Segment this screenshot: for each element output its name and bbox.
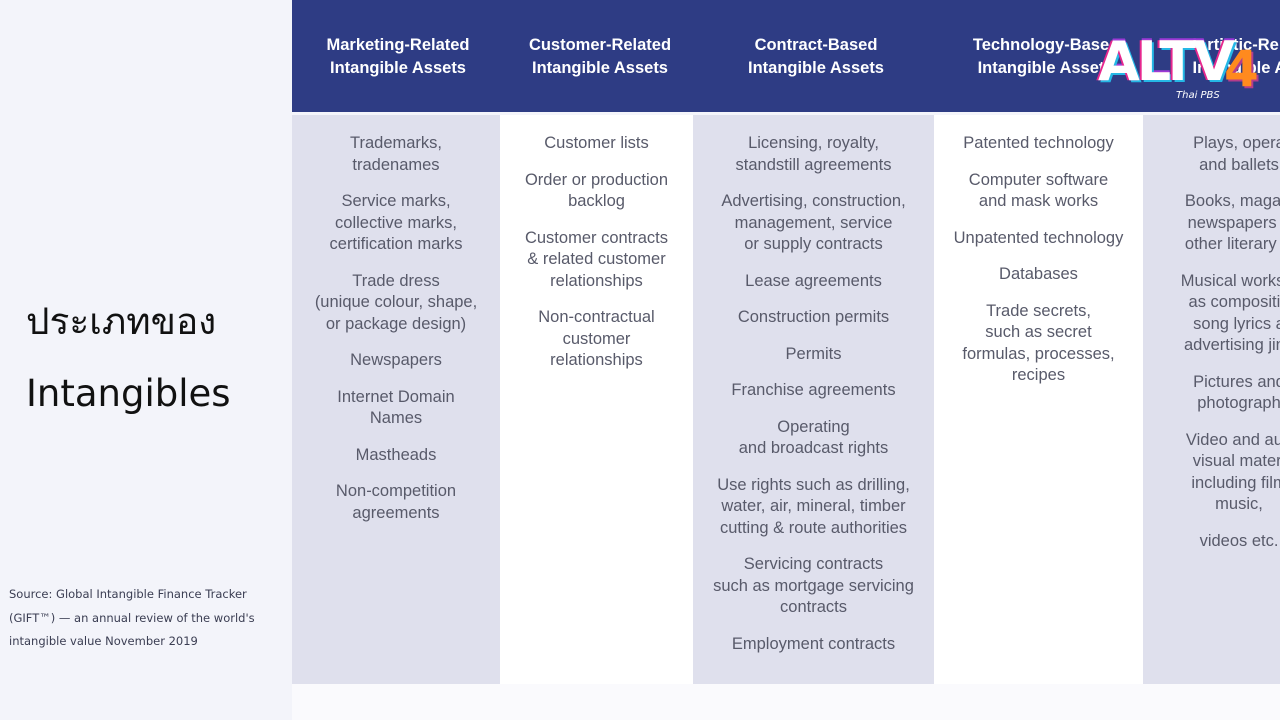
item-list: Patented technology Computer software an… — [934, 133, 1143, 402]
heading-technology-based: Technology-Base Intangible Asset — [930, 34, 1152, 94]
list-item: Books, magazi newspapers a other literar… — [1184, 192, 1280, 253]
list-item: Licensing, royalty, standstill agreement… — [735, 134, 892, 174]
heading-line: Artistic-Rela — [1195, 36, 1280, 54]
column-contract-based: Licensing, royalty, standstill agreement… — [693, 115, 934, 684]
heading-customer-related: Customer-Related Intangible Assets — [500, 34, 700, 94]
list-item: Pictures and photograph — [1193, 372, 1280, 413]
list-item: Customer contracts & related customer re… — [524, 228, 669, 290]
list-item: Servicing contracts such as mortgage ser… — [713, 555, 914, 616]
list-item: Customer lists — [544, 134, 649, 152]
intangibles-table: Marketing-Related Intangible Assets Cust… — [292, 0, 1280, 720]
list-item: Use rights such as drilling, water, air,… — [717, 475, 910, 537]
column-marketing-related: Trademarks, tradenames Service marks, co… — [292, 115, 500, 684]
heading-line: Intangible Asset — [977, 58, 1105, 77]
list-item: Operating and broadcast rights — [738, 417, 889, 458]
source-line: intangible value November 2019 — [9, 634, 198, 648]
list-item: Internet Domain Names — [337, 387, 455, 428]
table-header-bar — [292, 0, 1280, 112]
list-item: Franchise agreements — [731, 381, 896, 399]
column-technology-based: Patented technology Computer software an… — [934, 115, 1143, 684]
heading-marketing-related: Marketing-Related Intangible Assets — [292, 34, 504, 94]
heading-line: Customer-Related — [528, 36, 672, 54]
list-item: Employment contracts — [731, 634, 896, 653]
logo-number: 4 — [1224, 40, 1259, 98]
list-item: Non-contractual customer relationships — [538, 308, 655, 369]
list-item: Patented technology — [963, 134, 1114, 152]
heading-line: Contract-Based — [754, 36, 878, 54]
list-item: Service marks, collective marks, certifi… — [329, 192, 463, 253]
altv4-logo: ALTV 4 Thai PBS — [1098, 30, 1280, 108]
list-item: Databases — [999, 265, 1078, 283]
list-item: Newspapers — [350, 351, 442, 369]
list-item: Permits — [785, 344, 842, 363]
list-item: videos etc. — [1199, 531, 1279, 550]
list-item: Computer software and mask works — [968, 170, 1109, 211]
slide-title-intangibles: Intangibles — [26, 372, 231, 415]
list-item: Musical works s as compositio song lyric… — [1180, 271, 1280, 355]
heading-line: Intangible Assets — [747, 58, 884, 77]
list-item: Trademarks, tradenames — [350, 134, 442, 174]
heading-line: Marketing-Related — [326, 36, 470, 54]
list-item: Non-competition agreements — [335, 482, 457, 522]
list-item: Mastheads — [355, 445, 437, 464]
logo-text: ALTV — [1098, 30, 1235, 93]
heading-line: Intangible Assets — [531, 58, 668, 77]
column-customer-related: Customer lists Order or production backl… — [500, 115, 693, 684]
heading-contract-based: Contract-Based Intangible Assets — [694, 34, 938, 94]
source-line: Source: Global Intangible Finance Tracke… — [9, 587, 247, 601]
list-item: Trade dress (unique colour, shape, or pa… — [314, 271, 478, 333]
item-list: Trademarks, tradenames Service marks, co… — [292, 133, 500, 539]
list-item: Trade secrets, such as secret formulas, … — [962, 301, 1115, 385]
logo-tagline: Thai PBS — [1176, 90, 1220, 101]
list-item: Unpatented technology — [953, 228, 1124, 247]
heading-line: Technology-Base — [972, 36, 1110, 54]
list-item: Order or production backlog — [524, 170, 669, 211]
item-list: Licensing, royalty, standstill agreement… — [693, 133, 934, 670]
source-line: (GIFT™) — an annual review of the world'… — [9, 610, 255, 625]
heading-artistic-related: Artistic-Rela Intangible As — [1144, 34, 1280, 94]
list-item: Construction permits — [737, 308, 890, 326]
slide-title-thai: ประเภทของ — [26, 300, 217, 343]
item-list: Customer lists Order or production backl… — [500, 133, 693, 387]
left-panel: ประเภทของ Intangibles Source: Global Int… — [0, 0, 292, 720]
heading-line: Intangible As — [1192, 58, 1280, 77]
list-item: Advertising, construction, management, s… — [721, 192, 906, 253]
table-bottom-band — [292, 684, 1280, 720]
list-item: Lease agreements — [745, 271, 882, 290]
heading-line: Intangible Assets — [329, 58, 466, 77]
source-note: Source: Global Intangible Finance Tracke… — [9, 583, 289, 654]
